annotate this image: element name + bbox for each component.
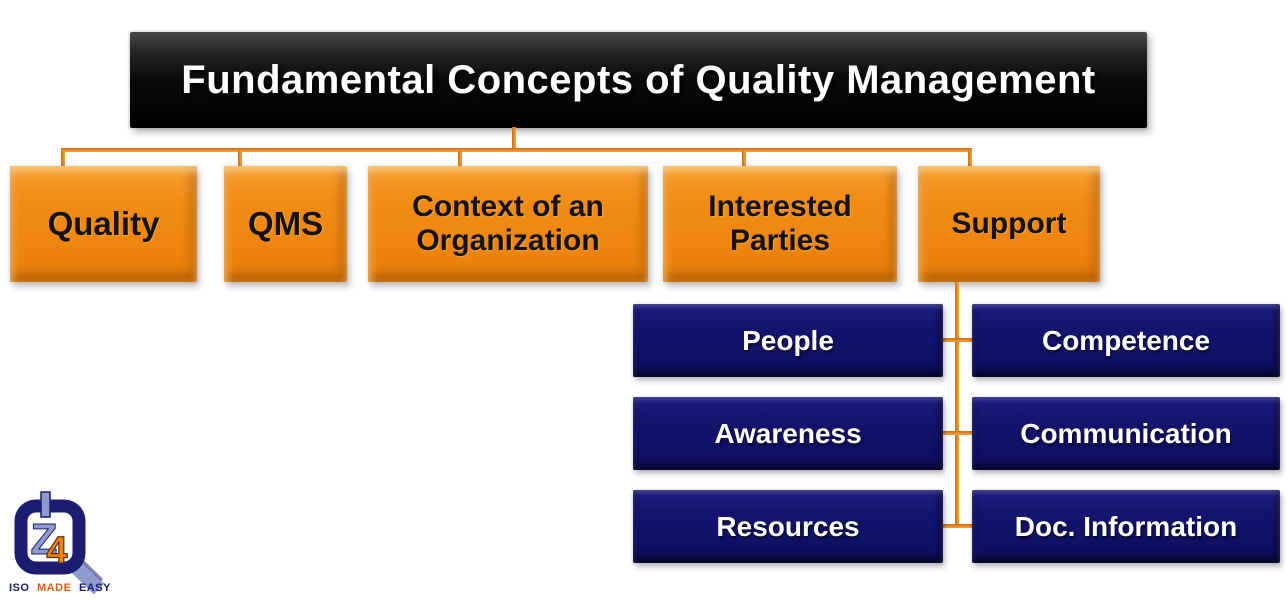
connector-stub-context: [458, 151, 462, 167]
connector-tick-row1: [941, 338, 974, 342]
node-context-of-an-organization: Context of an Organization: [368, 166, 648, 282]
node-doc-information-label: Doc. Information: [1014, 510, 1238, 542]
logo-z-glyph: Z: [31, 515, 58, 564]
connector-stub-qms: [238, 151, 242, 167]
node-qms-label: QMS: [247, 204, 324, 242]
node-support: Support: [918, 166, 1100, 282]
node-quality-label: Quality: [47, 204, 160, 242]
node-resources: Resources: [633, 490, 943, 563]
node-people-label: People: [742, 324, 834, 356]
node-competence: Competence: [972, 304, 1280, 377]
node-communication: Communication: [972, 397, 1280, 470]
node-resources-label: Resources: [716, 510, 860, 542]
node-people: People: [633, 304, 943, 377]
logo-top-notch: [40, 491, 51, 518]
node-interested-parties: Interested Parties: [663, 166, 897, 282]
diagram-title-banner: Fundamental Concepts of Quality Manageme…: [130, 32, 1147, 128]
node-context-label: Context of an Organization: [412, 190, 604, 257]
logo-q-icon: Z 4 ISO MADE EASY: [9, 491, 111, 595]
connector-support-drop: [955, 282, 959, 528]
iso-made-easy-logo: Z 4 ISO MADE EASY: [2, 477, 112, 598]
node-competence-label: Competence: [1041, 324, 1211, 356]
connector-stub-support: [968, 151, 972, 167]
connector-rail: [61, 148, 972, 152]
connector-stub-interested-parties: [742, 151, 746, 167]
connector-title-stub: [512, 127, 516, 150]
connector-stub-quality: [61, 151, 65, 167]
node-doc-information: Doc. Information: [972, 490, 1280, 563]
logo-4-glyph: 4: [46, 530, 67, 572]
logo-tagline-made: MADE: [37, 582, 71, 594]
node-support-label: Support: [951, 207, 1067, 241]
node-qms: QMS: [224, 166, 347, 282]
connector-tick-row2: [941, 431, 974, 435]
node-awareness: Awareness: [633, 397, 943, 470]
node-awareness-label: Awareness: [714, 417, 862, 449]
node-quality: Quality: [10, 166, 197, 282]
node-communication-label: Communication: [1020, 417, 1232, 449]
connector-tick-row3: [941, 524, 974, 528]
node-interested-parties-label: Interested Parties: [708, 190, 852, 257]
diagram-title: Fundamental Concepts of Quality Manageme…: [181, 57, 1096, 102]
logo-tagline: ISO MADE EASY: [9, 582, 111, 594]
logo-tagline-iso: ISO: [9, 582, 29, 594]
logo-tagline-easy: EASY: [79, 582, 111, 594]
